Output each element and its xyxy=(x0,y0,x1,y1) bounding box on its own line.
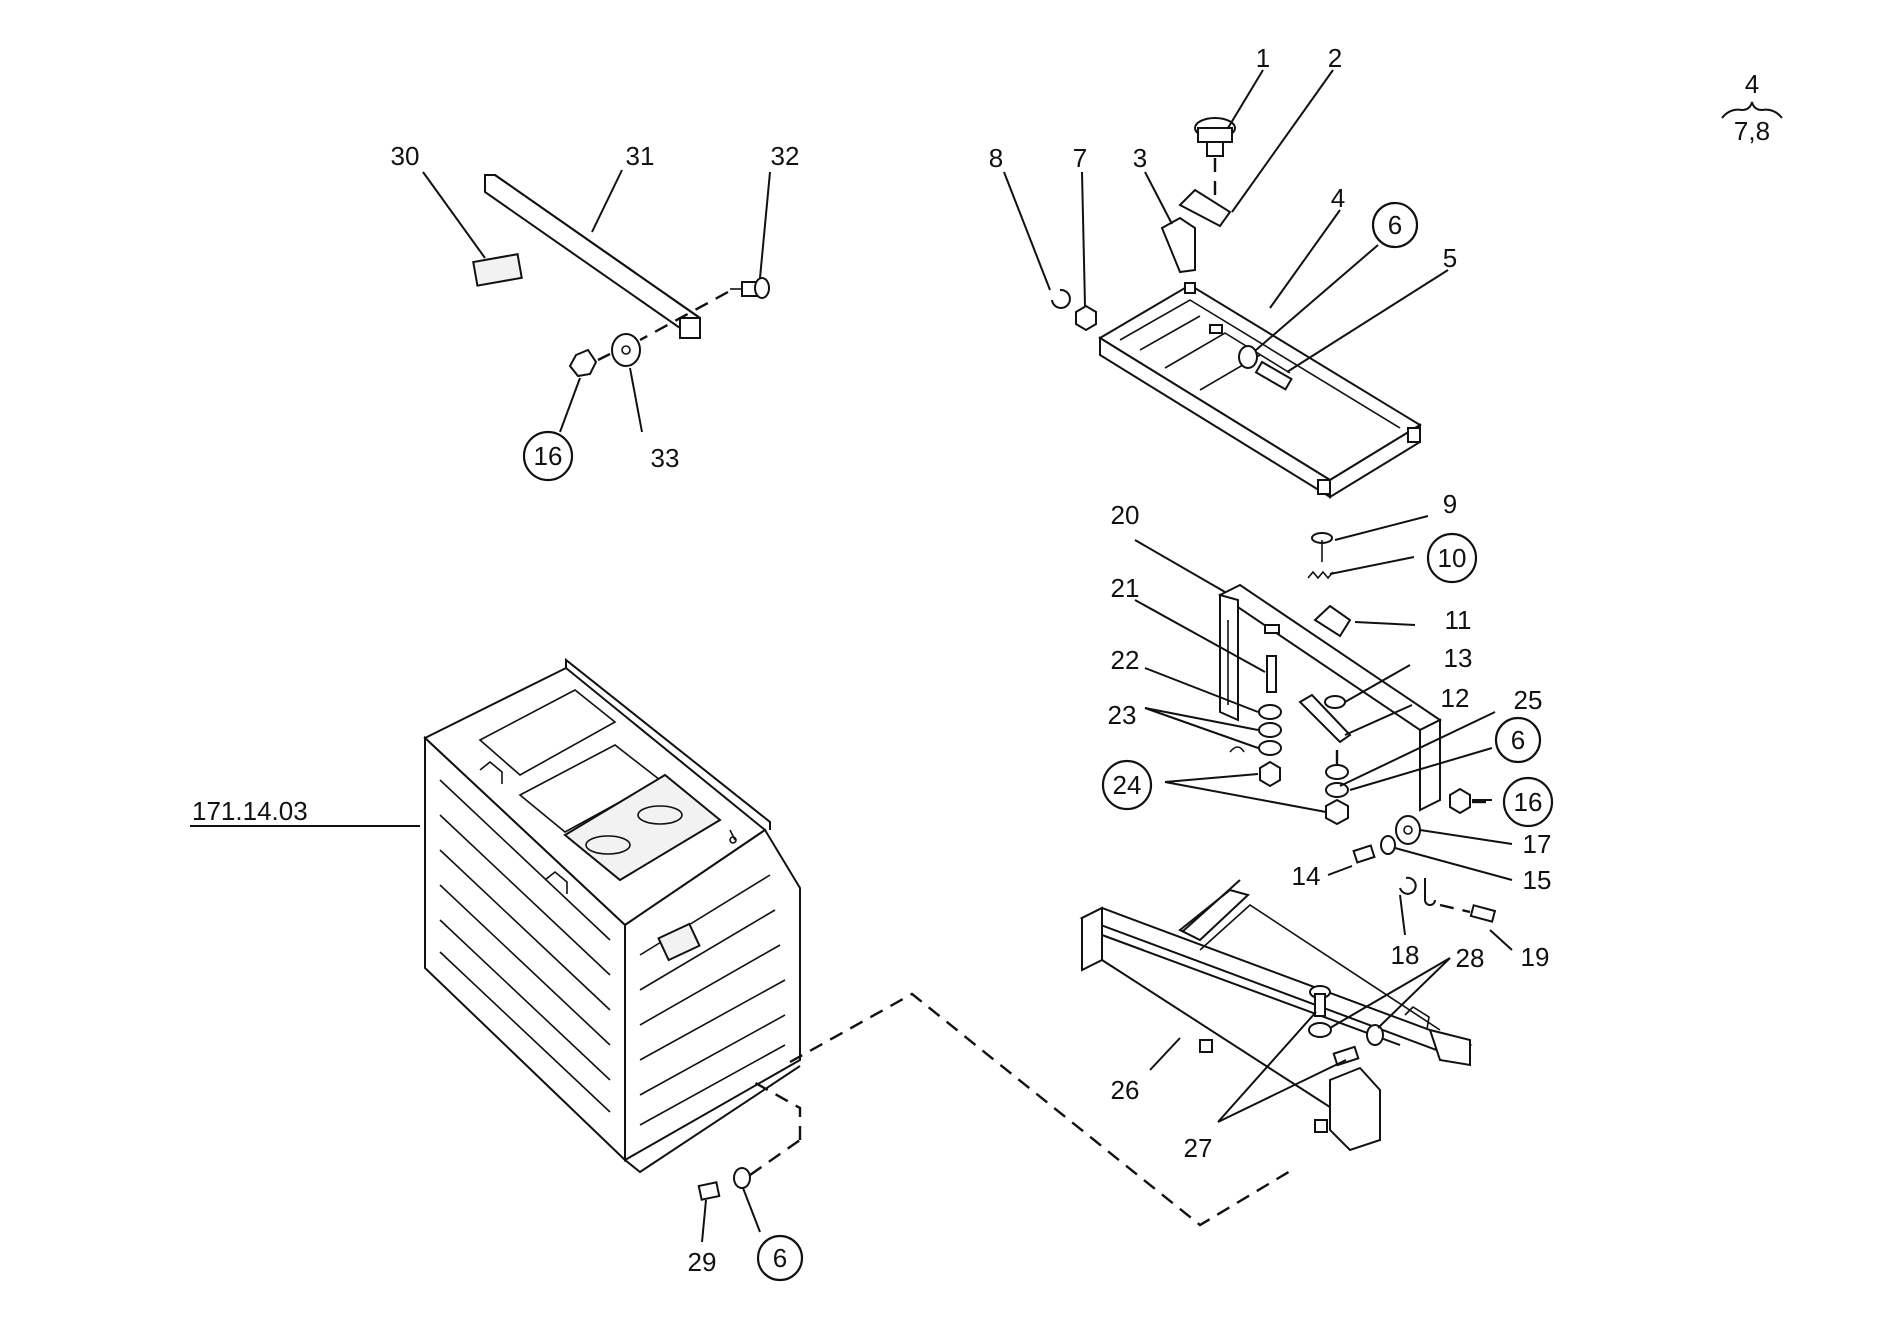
callout-label: 10 xyxy=(1438,543,1467,573)
callout-label: 32 xyxy=(771,141,800,171)
callout-p22: 22 xyxy=(1111,645,1140,675)
callout-p26: 26 xyxy=(1111,1075,1140,1105)
callout-p16b: 16 xyxy=(1502,776,1554,828)
callout-p32: 32 xyxy=(771,141,800,171)
callout-p21: 21 xyxy=(1111,573,1140,603)
notation-top: 4 xyxy=(1745,69,1759,99)
callout-label: 13 xyxy=(1444,643,1473,673)
callout-circle xyxy=(1494,716,1542,764)
callout-p7: 7 xyxy=(1073,143,1087,173)
callout-p19: 19 xyxy=(1521,942,1550,972)
callout-label: 9 xyxy=(1443,489,1457,519)
box-mounting-hardware xyxy=(697,1078,802,1201)
callout-p33: 33 xyxy=(651,443,680,473)
callout-p8: 8 xyxy=(989,143,1003,173)
callout-circle xyxy=(522,430,574,482)
callout-label: 25 xyxy=(1514,685,1543,715)
mounting-dash-line xyxy=(789,992,1293,1227)
callout-label: 5 xyxy=(1443,243,1457,273)
callout-p13: 13 xyxy=(1444,643,1473,673)
callout-label: 17 xyxy=(1523,829,1552,859)
notation-brace: 4 7,8 xyxy=(1721,69,1783,146)
callout-circle xyxy=(1502,776,1554,828)
callout-label: 16 xyxy=(534,441,563,471)
callout-label: 4 xyxy=(1331,183,1345,213)
callout-p14: 14 xyxy=(1292,861,1321,891)
callout-label: 6 xyxy=(1388,210,1402,240)
callout-label: 23 xyxy=(1108,700,1137,730)
callout-p6b: 6 xyxy=(1494,716,1542,764)
callout-label: 30 xyxy=(391,141,420,171)
callout-p20: 20 xyxy=(1111,500,1140,530)
callout-p30: 30 xyxy=(391,141,420,171)
callout-label: 24 xyxy=(1113,770,1142,800)
battery-box-housing xyxy=(423,657,801,1174)
callout-label: 29 xyxy=(688,1247,717,1277)
support-bracket-assembly xyxy=(472,174,770,378)
callout-p11: 11 xyxy=(1445,605,1472,635)
callout-label: 20 xyxy=(1111,500,1140,530)
callout-p10: 10 xyxy=(1426,532,1478,584)
callout-p17: 17 xyxy=(1523,829,1552,859)
callout-label: 7 xyxy=(1073,143,1087,173)
callout-label: 27 xyxy=(1184,1133,1213,1163)
callout-p24: 24 xyxy=(1101,759,1153,811)
callout-circle xyxy=(1101,759,1153,811)
callout-label: 16 xyxy=(1514,787,1543,817)
notation-bottom: 7,8 xyxy=(1734,116,1770,146)
callout-p25: 25 xyxy=(1514,685,1543,715)
reference-label: 171.14.03 xyxy=(192,796,308,826)
callout-p27: 27 xyxy=(1184,1133,1213,1163)
callout-p6a: 6 xyxy=(1371,201,1419,249)
callout-p1: 1 xyxy=(1256,43,1270,73)
callout-label: 31 xyxy=(626,141,655,171)
callout-label: 12 xyxy=(1441,683,1470,713)
callout-p9: 9 xyxy=(1443,489,1457,519)
leader-lines xyxy=(190,69,1513,1243)
callout-p15: 15 xyxy=(1523,865,1552,895)
callout-p2: 2 xyxy=(1328,43,1342,73)
callout-label: 28 xyxy=(1456,943,1485,973)
callout-circle xyxy=(1426,532,1478,584)
callout-label: 15 xyxy=(1523,865,1552,895)
callout-label: 21 xyxy=(1111,573,1140,603)
middle-frame-assembly xyxy=(1218,532,1497,923)
callout-label: 19 xyxy=(1521,942,1550,972)
upper-battery-tray xyxy=(1051,117,1422,499)
callout-label: 11 xyxy=(1445,605,1472,635)
callout-label: 8 xyxy=(989,143,1003,173)
callout-p5: 5 xyxy=(1443,243,1457,273)
lower-battery-tray xyxy=(1079,879,1473,1152)
callout-p18: 18 xyxy=(1391,940,1420,970)
callout-circle xyxy=(1371,201,1419,249)
callout-p12: 12 xyxy=(1441,683,1470,713)
callout-label: 3 xyxy=(1133,143,1147,173)
callout-p3: 3 xyxy=(1133,143,1147,173)
callout-label: 18 xyxy=(1391,940,1420,970)
callout-p16a: 16 xyxy=(522,430,574,482)
callout-p6c: 6 xyxy=(756,1234,804,1282)
callout-label: 22 xyxy=(1111,645,1140,675)
callout-label: 6 xyxy=(773,1243,787,1273)
callout-label: 14 xyxy=(1292,861,1321,891)
callout-circle xyxy=(756,1234,804,1282)
callout-label: 1 xyxy=(1256,43,1270,73)
callout-p29: 29 xyxy=(688,1247,717,1277)
callout-p31: 31 xyxy=(626,141,655,171)
callout-label: 33 xyxy=(651,443,680,473)
callout-label: 2 xyxy=(1328,43,1342,73)
callout-label: 26 xyxy=(1111,1075,1140,1105)
callout-p4: 4 xyxy=(1331,183,1345,213)
callout-p23: 23 xyxy=(1108,700,1137,730)
callout-label: 6 xyxy=(1511,725,1525,755)
callout-p28: 28 xyxy=(1456,943,1485,973)
